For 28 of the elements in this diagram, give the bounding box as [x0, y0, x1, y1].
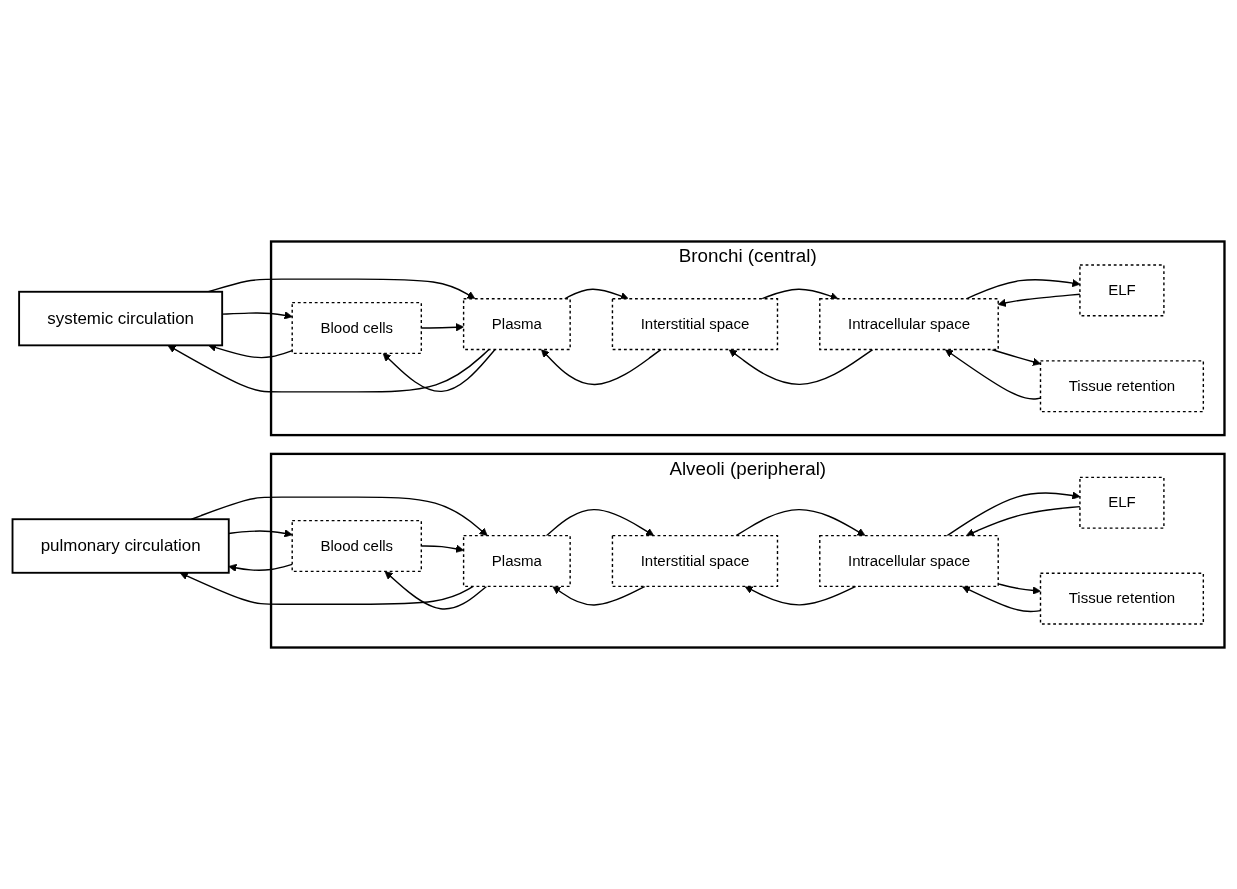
node-box: ELF	[1079, 264, 1165, 317]
node-box: Blood cells	[291, 519, 422, 573]
node-box: Tissue retention	[1039, 360, 1205, 413]
node-box: Intracellular space	[819, 298, 999, 351]
arrow	[179, 572, 474, 605]
arrow	[552, 585, 646, 606]
node-box: Tissue retention	[1039, 572, 1205, 625]
arrow	[228, 563, 293, 572]
arrow	[382, 348, 496, 393]
node-box: Plasma	[462, 298, 571, 351]
arrow	[735, 508, 866, 537]
arrow	[991, 348, 1041, 366]
node-box: Intracellular space	[819, 534, 999, 588]
arrow	[384, 571, 488, 610]
node-box: Interstitial space	[611, 298, 779, 351]
arrow	[545, 508, 655, 537]
node-box: Blood cells	[291, 301, 422, 355]
arrow	[541, 348, 662, 386]
arrow	[228, 529, 293, 538]
node-box: systemic circulation	[18, 290, 224, 347]
node-box: pulmonary circulation	[11, 518, 230, 574]
node-box: Interstitial space	[611, 534, 779, 588]
node-box: Plasma	[462, 534, 571, 588]
arrow	[167, 344, 490, 393]
node-box: ELF	[1079, 476, 1165, 529]
arrow	[744, 585, 857, 606]
arrow	[728, 348, 874, 386]
arrow	[997, 583, 1041, 595]
